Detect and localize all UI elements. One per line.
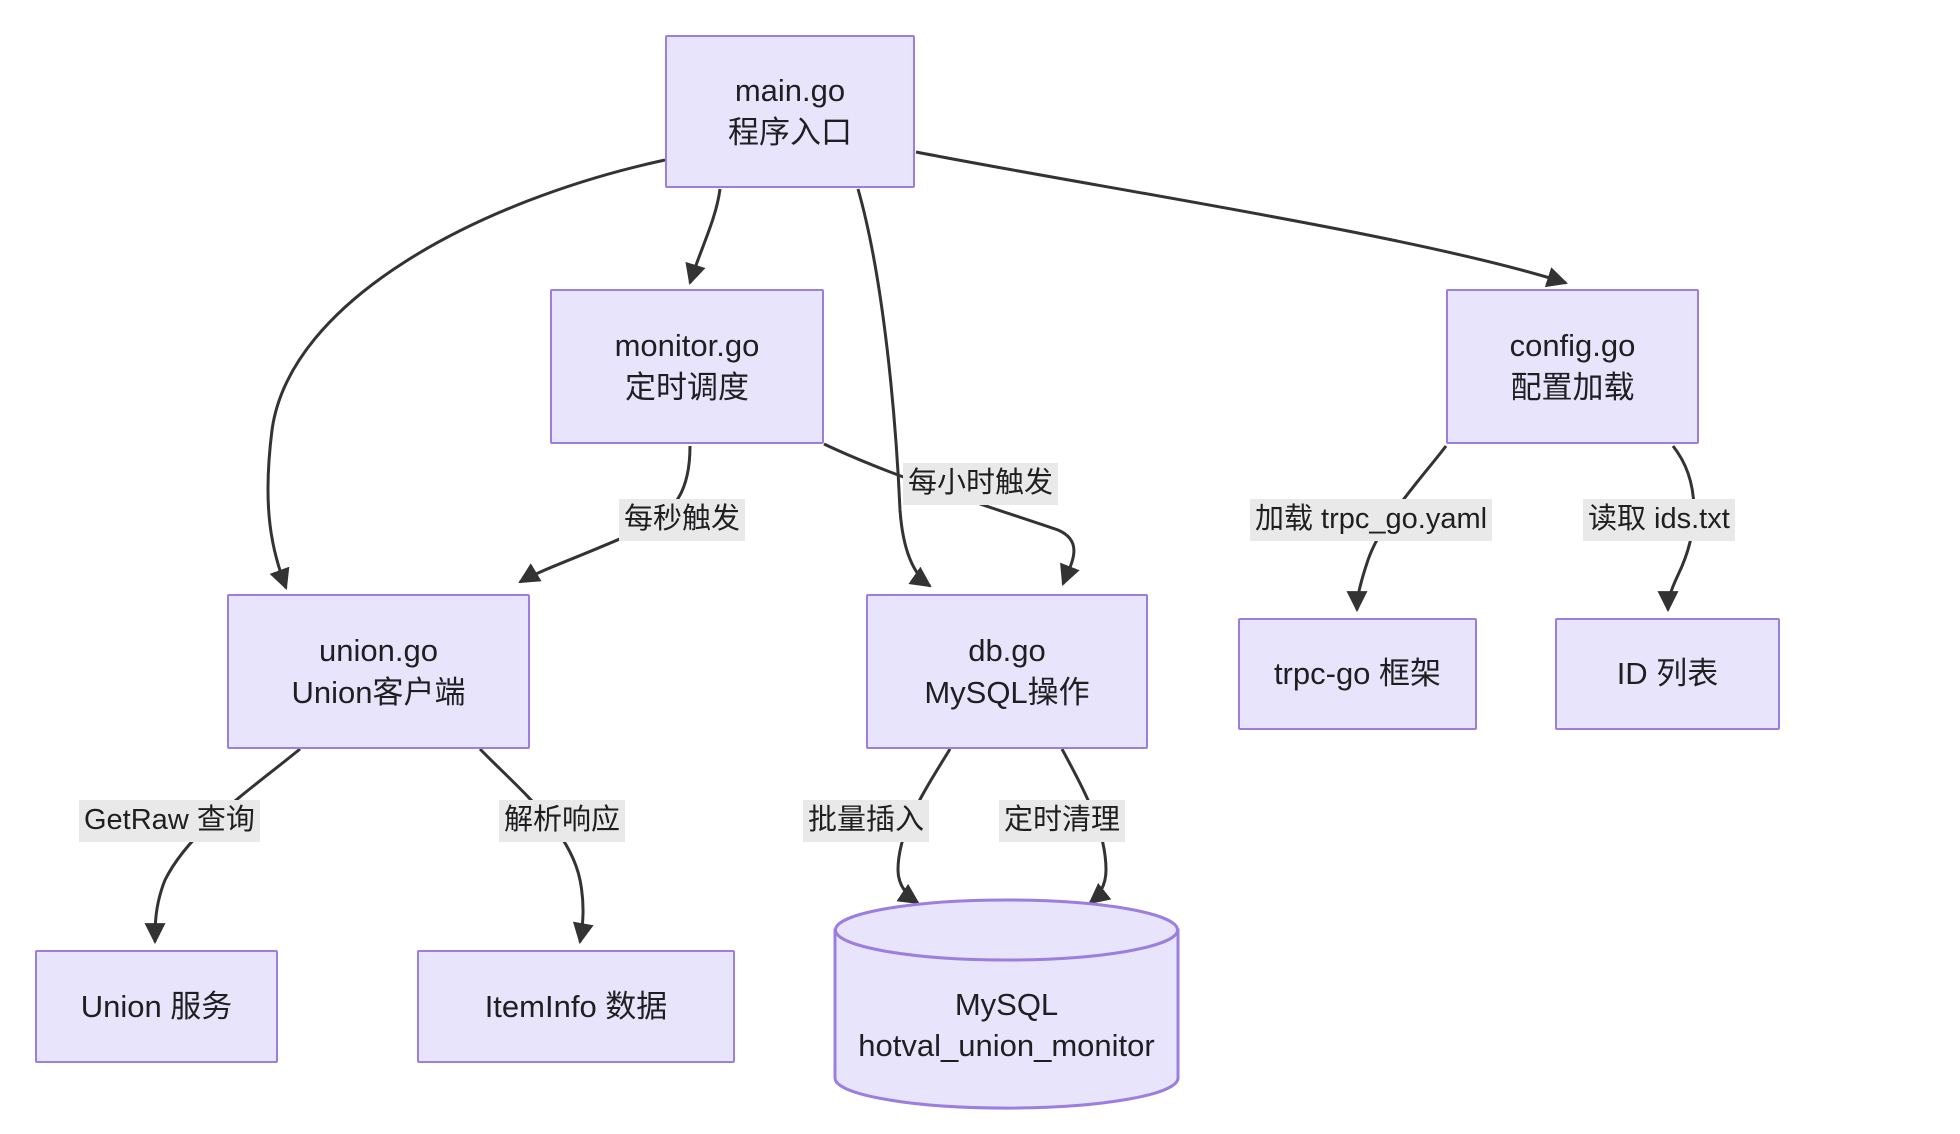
edge-label-scheduled-cleanup: 定时清理 (999, 800, 1126, 842)
node-iteminfo-data-label: ItemInfo 数据 (484, 988, 668, 1024)
edge-db-to-mysql-cleanup (1060, 748, 1112, 905)
edge-label-every-hour: 每小时触发 (903, 463, 1059, 505)
node-db-go-line1: db.go (968, 633, 1046, 669)
edge-monitor-to-db (823, 442, 1080, 586)
edge-label-getraw-query: GetRaw 查询 (79, 800, 260, 842)
node-mysql-database[interactable]: MySQL hotval_union_monitor (833, 898, 1180, 1110)
node-trpc-go-framework-label: trpc-go 框架 (1273, 656, 1442, 692)
node-config-go-line1: config.go (1509, 328, 1636, 364)
edge-config-to-trpc (1346, 445, 1448, 613)
edge-label-batch-insert: 批量插入 (803, 800, 930, 842)
node-monitor-go-line2: 定时调度 (625, 369, 749, 405)
node-union-service[interactable]: Union 服务 (35, 950, 278, 1063)
node-union-go-line2: Union客户端 (291, 674, 466, 710)
node-iteminfo-data[interactable]: ItemInfo 数据 (417, 950, 735, 1063)
node-db-go-line2: MySQL操作 (924, 674, 1090, 710)
node-config-go[interactable]: config.go 配置加载 (1446, 289, 1699, 444)
node-union-go-line1: union.go (319, 633, 438, 669)
node-main-go-line1: main.go (734, 73, 846, 109)
node-db-go[interactable]: db.go MySQL操作 (866, 594, 1148, 749)
edge-label-load-trpc-go-yaml: 加载 trpc_go.yaml (1250, 499, 1493, 541)
node-main-go-line2: 程序入口 (728, 114, 852, 150)
edge-main-to-union (266, 158, 666, 590)
node-main-go[interactable]: main.go 程序入口 (665, 35, 915, 188)
edge-config-to-ids (1657, 445, 1696, 613)
edge-label-read-ids-txt: 读取 ids.txt (1583, 499, 1735, 541)
edge-main-to-monitor (685, 188, 722, 286)
node-id-list[interactable]: ID 列表 (1555, 618, 1780, 730)
node-monitor-go-line1: monitor.go (614, 328, 760, 364)
edge-main-to-db (856, 188, 932, 588)
node-union-service-label: Union 服务 (80, 988, 233, 1024)
edge-label-parse-response: 解析响应 (499, 800, 626, 842)
edge-label-every-second: 每秒触发 (619, 499, 746, 541)
node-trpc-go-framework[interactable]: trpc-go 框架 (1238, 618, 1477, 730)
edge-db-to-mysql-insert (896, 748, 952, 905)
node-monitor-go[interactable]: monitor.go 定时调度 (550, 289, 824, 444)
cylinder-shape (833, 898, 1180, 1110)
node-union-go[interactable]: union.go Union客户端 (227, 594, 530, 749)
node-id-list-label: ID 列表 (1616, 656, 1719, 692)
edge-union-to-unionsvc (144, 747, 301, 945)
edge-union-to-iteminfo (478, 747, 594, 945)
edge-main-to-config (915, 150, 1568, 288)
node-config-go-line2: 配置加载 (1510, 369, 1635, 405)
